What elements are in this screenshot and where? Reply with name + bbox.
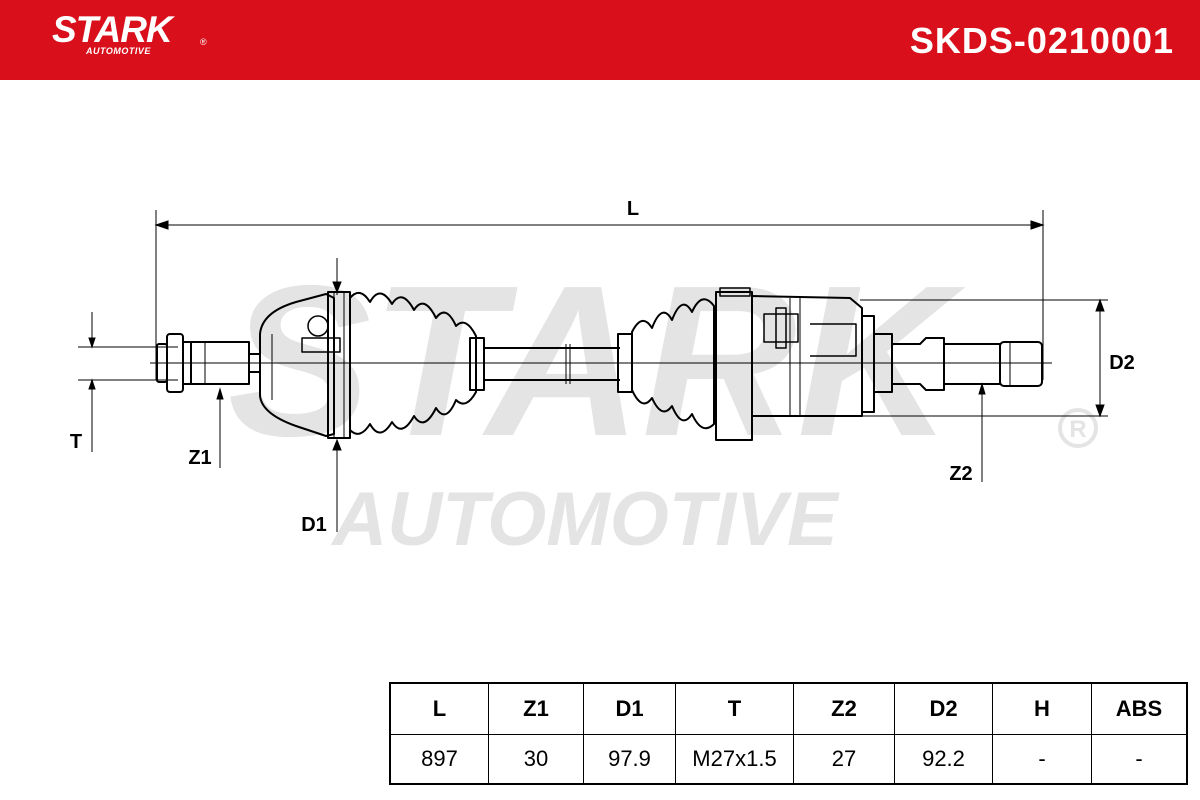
label-z2: Z2 xyxy=(949,463,972,485)
spec-table-header-row: L Z1 D1 T Z2 D2 H ABS xyxy=(389,682,1188,735)
outer-boot xyxy=(349,291,477,435)
header-bar: STARK AUTOMOTIVE ® SKDS-0210001 xyxy=(0,0,1200,80)
value-cell-abs: - xyxy=(1091,734,1188,785)
spec-table-value-row: 897 30 97.9 M27x1.5 27 92.2 - - xyxy=(389,734,1188,785)
value-cell-d1: 97.9 xyxy=(583,734,676,785)
header-cell-abs: ABS xyxy=(1091,682,1188,735)
value-cell-z2: 27 xyxy=(793,734,895,785)
value-cell-h: - xyxy=(992,734,1092,785)
part-number: SKDS-0210001 xyxy=(909,20,1174,61)
left-boot-clamp xyxy=(469,337,485,391)
header-cell-d2: D2 xyxy=(894,682,993,735)
value-cell-d2: 92.2 xyxy=(894,734,993,785)
watermark-registered-letter: R xyxy=(1069,416,1086,443)
leader-z2 xyxy=(978,382,986,482)
stark-logo: STARK AUTOMOTIVE ® xyxy=(52,9,207,57)
drive-shaft xyxy=(150,287,1052,441)
logo-sub-text: AUTOMOTIVE xyxy=(86,46,151,56)
dimension-d2 xyxy=(860,298,1108,418)
left-stub-axle xyxy=(156,333,260,393)
label-t: T xyxy=(70,431,82,453)
right-stub-axle xyxy=(861,315,1043,413)
header-cell-t: T xyxy=(675,682,794,735)
intermediate-shaft xyxy=(484,344,620,384)
leader-z1 xyxy=(216,387,224,468)
logo-main-text: STARK xyxy=(52,9,173,50)
label-d2: D2 xyxy=(1109,352,1135,374)
watermark: STARK AUTOMOTIVE R xyxy=(228,240,1098,562)
header-cell-h: H xyxy=(992,682,1092,735)
value-cell-z1: 30 xyxy=(488,734,584,785)
header-cell-l: L xyxy=(389,682,489,735)
leader-d1 xyxy=(332,258,342,532)
watermark-sub-text: AUTOMOTIVE xyxy=(330,477,840,562)
header-cell-z2: Z2 xyxy=(793,682,895,735)
inner-boot xyxy=(631,298,715,430)
logo-registered-mark: ® xyxy=(200,37,207,47)
value-cell-t: M27x1.5 xyxy=(675,734,794,785)
watermark-registered-circle xyxy=(1058,408,1098,448)
spec-table: L Z1 D1 T Z2 D2 H ABS 897 30 97.9 M27x1.… xyxy=(389,682,1188,785)
label-z1: Z1 xyxy=(188,447,211,469)
header-cell-d1: D1 xyxy=(583,682,676,735)
label-d1: D1 xyxy=(301,514,327,536)
value-cell-l: 897 xyxy=(389,734,489,785)
label-l: L xyxy=(627,198,639,220)
drive-shaft-drawing: STARK AUTOMOTIVE R L T D2 Z1 xyxy=(70,198,1135,562)
header-cell-z1: Z1 xyxy=(488,682,584,735)
dimension-t xyxy=(78,312,178,452)
